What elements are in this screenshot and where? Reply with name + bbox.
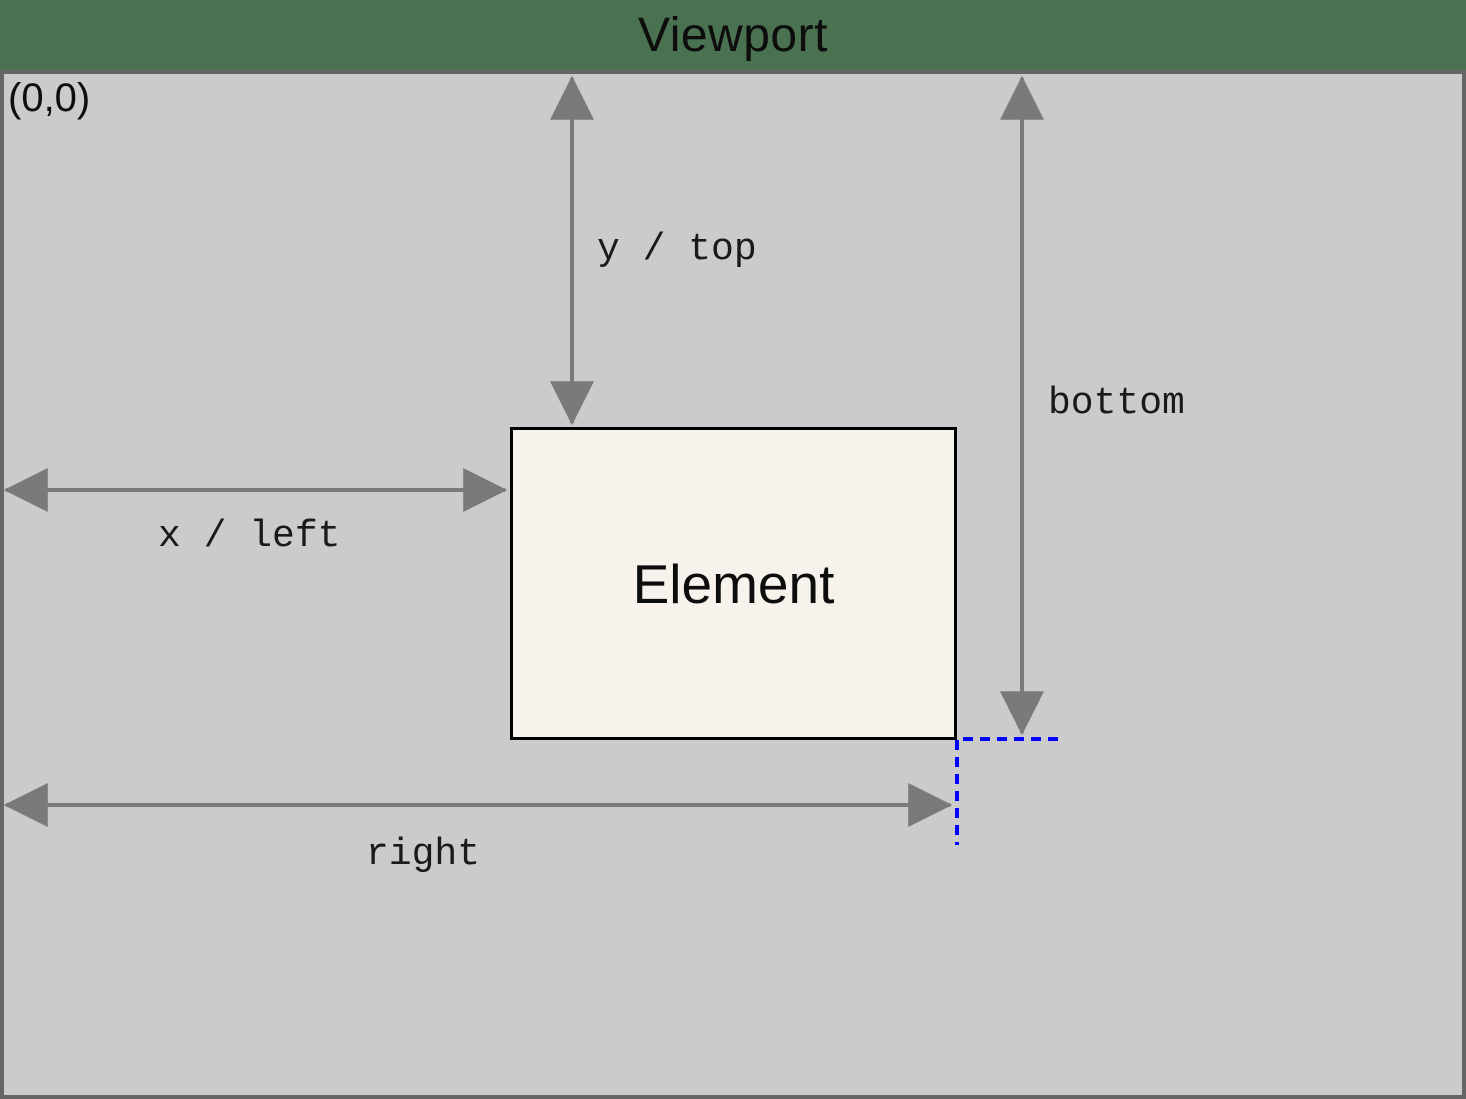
- origin-coordinates-label: (0,0): [8, 76, 91, 120]
- right-label: right: [366, 833, 481, 876]
- element-box: Element: [510, 427, 957, 740]
- title-band: Viewport: [0, 0, 1466, 70]
- element-label: Element: [632, 552, 835, 615]
- bottom-label: bottom: [1048, 382, 1185, 425]
- x-left-label: x / left: [158, 515, 341, 558]
- viewport-title: Viewport: [638, 8, 828, 62]
- y-top-label: y / top: [597, 228, 757, 271]
